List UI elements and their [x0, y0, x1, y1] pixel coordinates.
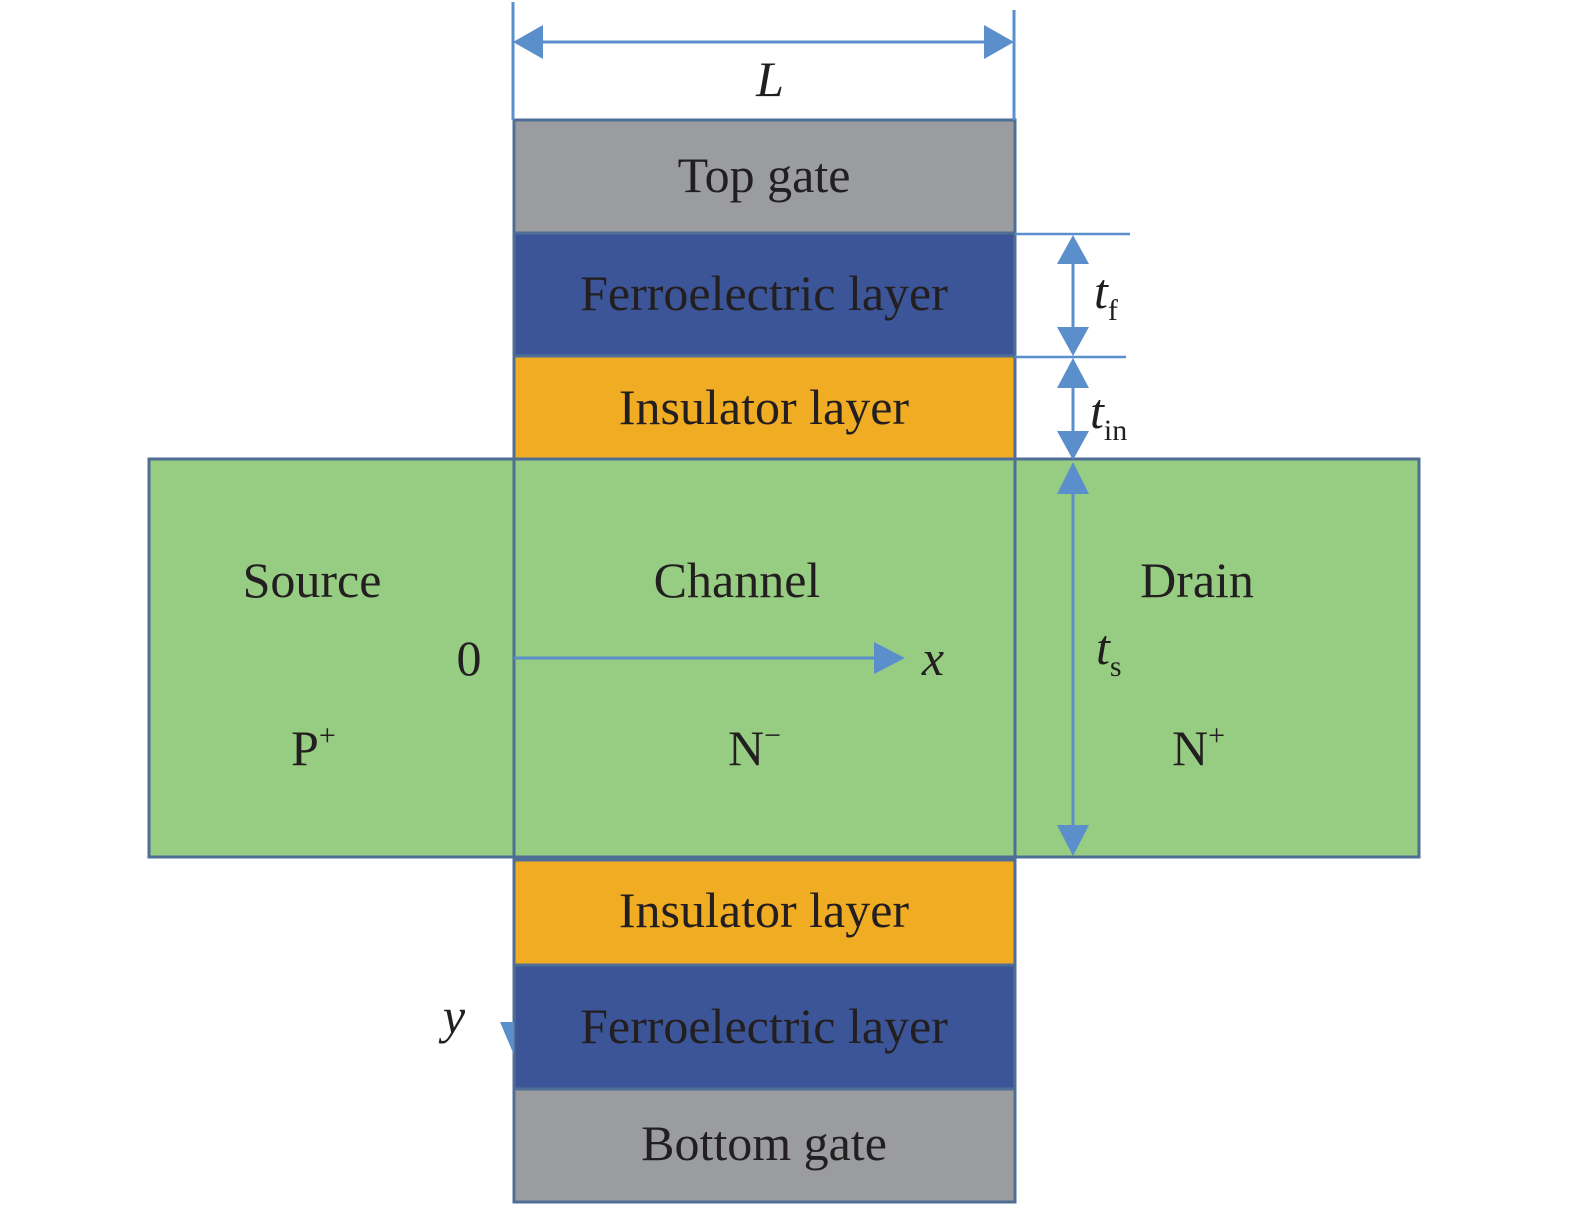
- ts-label: ts: [1096, 619, 1122, 683]
- tf-arrow-down-icon: [1057, 327, 1089, 356]
- drain-region: [1013, 457, 1421, 859]
- bottom-gate-label: Bottom gate: [641, 1115, 887, 1171]
- x-axis-label: x: [921, 630, 944, 686]
- tin-label: tin: [1090, 383, 1127, 447]
- drain-doping-label: N+: [1172, 719, 1225, 776]
- top-ferroelectric-layer: [512, 231, 1017, 358]
- tf-arrow-up-icon: [1057, 235, 1089, 264]
- ts-arrow-down-icon: [1057, 825, 1089, 856]
- top-gate: [512, 118, 1017, 235]
- drain-label: Drain: [1140, 552, 1254, 608]
- top-insulator-label: Insulator layer: [619, 379, 910, 435]
- y-axis-arrow-icon: [500, 1022, 514, 1055]
- bottom-insulator-label: Insulator layer: [619, 882, 910, 938]
- y-axis-label: y: [438, 988, 466, 1044]
- bottom-ferroelectric-label: Ferroelectric layer: [580, 998, 948, 1054]
- tin-arrow-down-icon: [1057, 431, 1089, 460]
- channel-doping-label: N−: [728, 719, 781, 776]
- source-region: [147, 457, 516, 859]
- origin-label: 0: [457, 630, 482, 686]
- length-label: L: [755, 51, 784, 107]
- source-doping-label: P+: [291, 719, 336, 776]
- bottom-gate: [512, 1087, 1017, 1204]
- top-gate-label: Top gate: [678, 147, 851, 203]
- bottom-insulator-layer: [512, 858, 1017, 967]
- top-insulator-layer: [512, 354, 1017, 461]
- channel-label: Channel: [654, 552, 821, 608]
- top-ferroelectric-label: Ferroelectric layer: [580, 265, 948, 321]
- l-arrow-right-icon: [984, 25, 1014, 59]
- x-axis-arrow-icon: [874, 642, 905, 674]
- tf-label: tf: [1094, 263, 1118, 327]
- source-label: Source: [243, 552, 382, 608]
- l-arrow-left-icon: [513, 25, 543, 59]
- tin-arrow-up-icon: [1057, 358, 1089, 388]
- ts-arrow-up-icon: [1057, 462, 1089, 494]
